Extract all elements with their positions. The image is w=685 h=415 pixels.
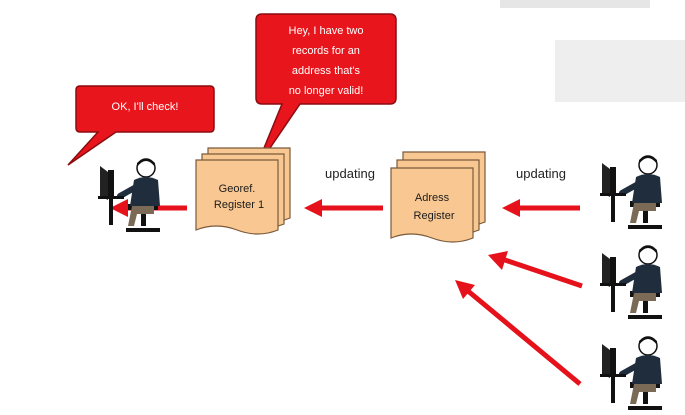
person-right-top	[600, 156, 662, 227]
person-right-middle	[600, 246, 662, 317]
bubble-center-line-3: address that's	[292, 65, 361, 77]
background-artifacts	[500, 0, 685, 102]
georef-register-document: Georef. Register 1	[195, 147, 291, 235]
person-right-bottom	[600, 337, 662, 408]
address-line-2: Register	[414, 210, 455, 222]
bubble-center-line-1: Hey, I have two	[289, 25, 364, 37]
speech-bubble-center: Hey, I have two records for an address t…	[254, 13, 397, 171]
arrows	[110, 199, 583, 386]
person-at-computer-icon	[600, 156, 662, 227]
arrow-to-address-from-middle-person	[488, 251, 583, 289]
arrow-to-georef	[304, 199, 383, 217]
speech-bubble-left: OK, I'll check!	[67, 85, 215, 166]
bubble-center-line-4: no longer valid!	[289, 85, 364, 97]
georef-line-1: Georef.	[219, 183, 256, 195]
address-register-document: Adress Register	[390, 151, 486, 243]
arrow-to-address-from-bottom-person	[455, 280, 582, 386]
updating-label-right: updating	[516, 166, 566, 181]
person-at-computer-icon	[600, 246, 662, 317]
arrow-to-address-from-right	[502, 199, 580, 217]
person-at-computer-icon	[600, 337, 662, 408]
updating-label-left: updating	[325, 166, 375, 181]
person-at-computer-icon	[98, 159, 160, 230]
bubble-left-line-1: OK, I'll check!	[112, 101, 179, 113]
person-left	[98, 159, 160, 230]
address-line-1: Adress	[415, 192, 450, 204]
bubble-center-line-2: records for an	[292, 45, 360, 57]
georef-line-2: Register 1	[214, 199, 264, 211]
